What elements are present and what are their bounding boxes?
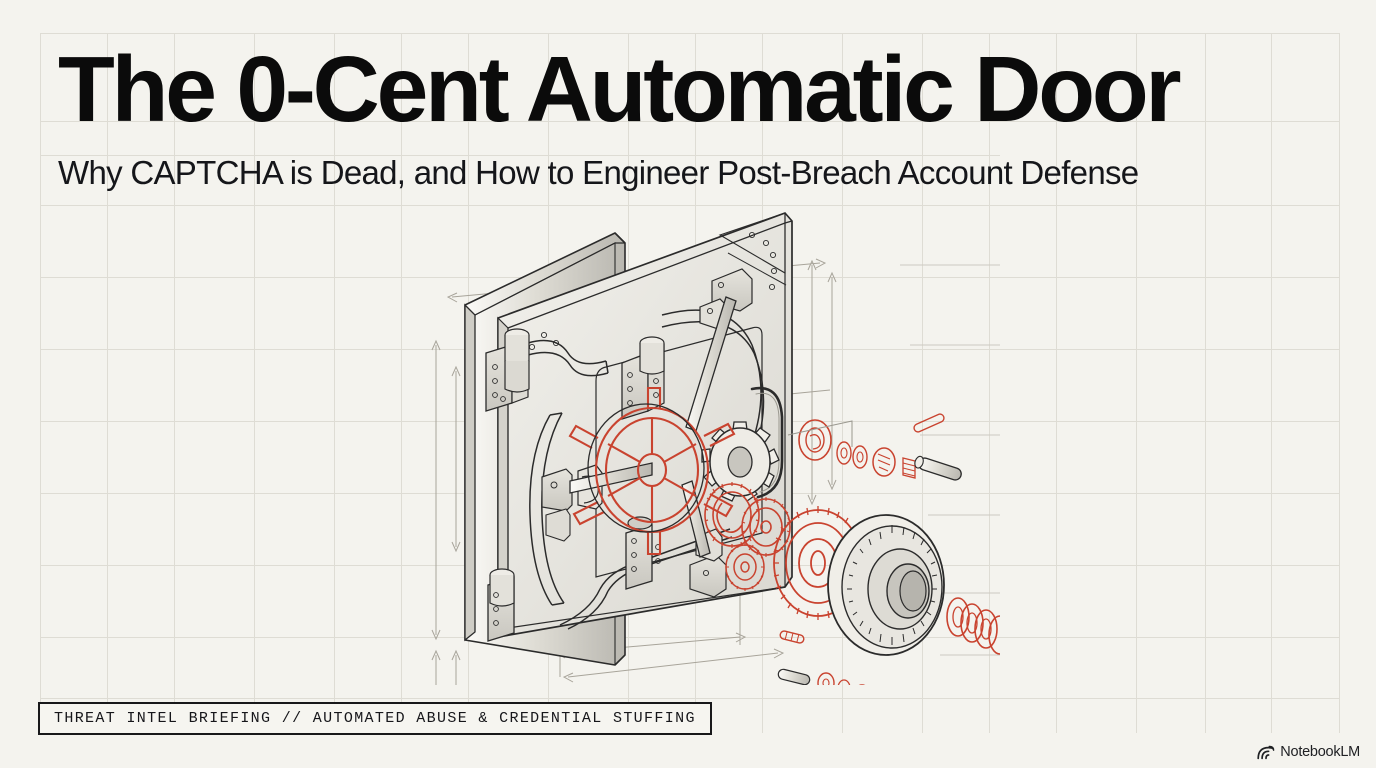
idler-gear [741, 497, 791, 557]
upper-hinge [485, 328, 530, 412]
page-subtitle: Why CAPTCHA is Dead, and How to Engineer… [58, 153, 1139, 191]
dial-ring-spacers-upper [798, 413, 962, 481]
lower-pin-cluster [777, 630, 866, 685]
caption-bar: THREAT INTEL BRIEFING // AUTOMATED ABUSE… [38, 702, 712, 735]
retaining-washers [946, 597, 1000, 655]
exploded-vault-door-illustration [400, 185, 1000, 685]
headline-block: The 0-Cent Automatic Door Why CAPTCHA is… [58, 42, 1328, 191]
grab-handle [750, 386, 784, 499]
middle-hinge [621, 336, 665, 420]
drive-cam-gear [704, 482, 760, 548]
boltwork-linkage [527, 309, 765, 630]
handwheel-collar [587, 403, 705, 533]
spoked-handwheel [568, 386, 736, 556]
grab-handle-inner [755, 392, 780, 493]
brand-lockup: NotebookLM [1256, 744, 1360, 760]
small-gear [725, 543, 765, 591]
notebooklm-arc-icon [1257, 745, 1275, 759]
bottom-hinge [487, 568, 515, 642]
brand-name: NotebookLM [1280, 744, 1360, 760]
page-title: The 0-Cent Automatic Door [58, 37, 1182, 141]
explode-leader-line [787, 420, 853, 447]
combination-dial [827, 514, 945, 656]
caption-text: THREAT INTEL BRIEFING // AUTOMATED ABUSE… [54, 710, 696, 727]
vault-door-svg [431, 212, 1000, 685]
